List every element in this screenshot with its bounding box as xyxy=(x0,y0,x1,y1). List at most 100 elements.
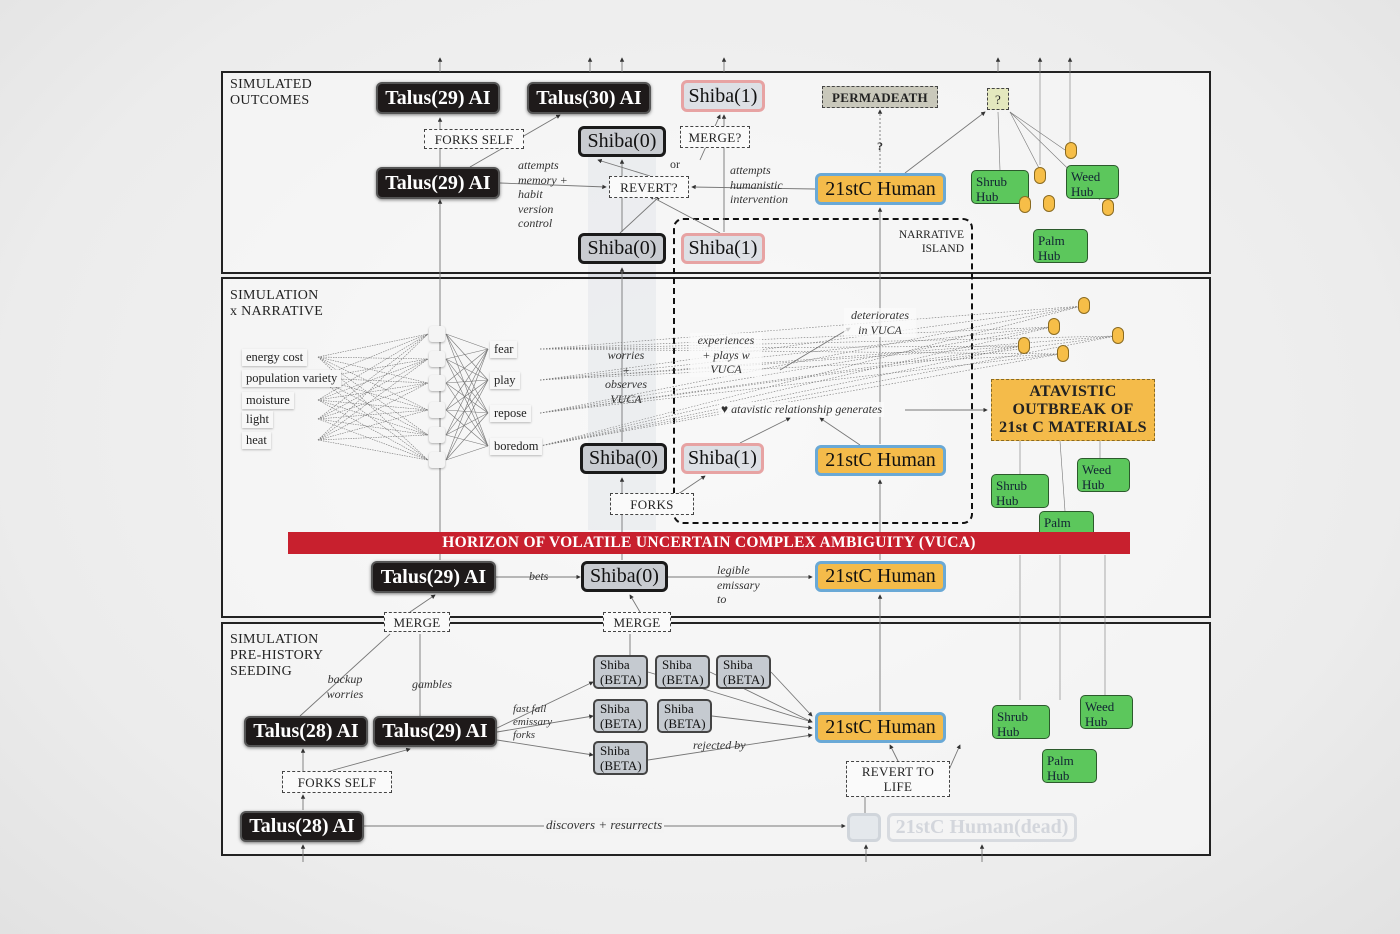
connector-line xyxy=(539,305,1083,414)
connector-line xyxy=(619,195,661,234)
connector-line xyxy=(317,356,429,360)
connector-line xyxy=(445,379,489,384)
connector-line xyxy=(317,399,429,461)
connector-line xyxy=(317,409,429,420)
connector-line xyxy=(317,434,429,441)
connector-line xyxy=(445,412,489,436)
connector-line xyxy=(299,633,391,717)
shiba-beta-node[interactable]: Shiba (BETA) xyxy=(655,655,710,689)
connector-line xyxy=(317,356,429,384)
panel-title-narrative: SIMULATION x NARRATIVE xyxy=(230,288,324,319)
human-outcome-node[interactable]: 21stC Human xyxy=(815,173,946,205)
connector-line xyxy=(496,714,594,733)
connector-line xyxy=(539,305,1083,350)
shiba0-vuca-node[interactable]: Shiba(0) xyxy=(581,561,668,592)
shiba-beta-node[interactable]: Shiba (BETA) xyxy=(657,699,712,733)
connector-line xyxy=(539,326,1053,414)
material-pill xyxy=(1048,318,1060,335)
connector-line xyxy=(539,353,1061,414)
connector-line xyxy=(317,418,429,436)
talus29-seeding-node[interactable]: Talus(29) AI xyxy=(373,716,497,747)
palm-hub-seeding[interactable]: Palm Hub xyxy=(1042,749,1097,783)
connector-line xyxy=(317,382,429,401)
permadeath-tag: PERMADEATH xyxy=(822,86,938,108)
talus29-outcome-node[interactable]: Talus(29) AI xyxy=(376,82,500,114)
shrub-hub-narrative[interactable]: Shrub Hub xyxy=(991,474,1049,508)
revert-question-tag: REVERT? xyxy=(609,176,689,198)
connector-line xyxy=(329,747,411,772)
input-energy-cost: energy cost xyxy=(242,349,308,366)
connector-line xyxy=(445,379,489,436)
material-pill xyxy=(1112,327,1124,344)
weed-hub-outcomes[interactable]: Weed Hub xyxy=(1066,165,1119,199)
connector-line xyxy=(317,377,429,461)
talus28-left-node[interactable]: Talus(28) AI xyxy=(244,716,368,747)
talus29-mid-node[interactable]: Talus(29) AI xyxy=(376,167,500,199)
hidden-layer-node xyxy=(429,427,445,443)
hidden-layer-node xyxy=(429,375,445,391)
hidden-layer-node xyxy=(429,326,445,342)
connector-line xyxy=(1009,111,1066,151)
connector-line xyxy=(539,348,1061,355)
shiba0-upper-node[interactable]: Shiba(0) xyxy=(578,126,666,157)
connector-line xyxy=(317,356,429,411)
connector-line xyxy=(317,333,429,379)
connector-line xyxy=(445,348,489,384)
discovers-resurrects-label: discovers + resurrects xyxy=(544,817,665,833)
human-narrative-node[interactable]: 21stC Human xyxy=(815,445,946,476)
empty-placeholder-node xyxy=(847,813,881,842)
connector-line xyxy=(499,182,607,190)
connector-line xyxy=(539,345,1023,447)
shiba-beta-node[interactable]: Shiba (BETA) xyxy=(716,655,771,689)
connector-line xyxy=(539,353,1061,447)
shiba1-narrative-node[interactable]: Shiba(1) xyxy=(681,443,764,474)
human-vuca-node[interactable]: 21stC Human xyxy=(815,561,946,592)
hidden-layer-node xyxy=(429,351,445,367)
emotion-fear: fear xyxy=(490,341,518,358)
shiba0-lower-node[interactable]: Shiba(0) xyxy=(578,233,666,264)
shiba-beta-node[interactable]: Shiba (BETA) xyxy=(593,699,648,733)
experiences-plays-label: experiences + plays w VUCA xyxy=(690,333,762,377)
shiba0-narrative-node[interactable]: Shiba(0) xyxy=(580,443,667,474)
connector-line xyxy=(904,111,986,174)
question-label: ? xyxy=(877,139,883,153)
connector-line xyxy=(409,594,436,613)
shiba-beta-node[interactable]: Shiba (BETA) xyxy=(593,655,648,689)
connector-line xyxy=(317,418,429,461)
emotion-play: play xyxy=(490,372,520,389)
backup-worries-label: backup worries xyxy=(326,672,364,701)
narrative-island-boundary xyxy=(673,218,973,524)
talus30-node[interactable]: Talus(30) AI xyxy=(527,82,651,114)
connector-line xyxy=(539,305,1083,447)
material-pill xyxy=(1065,142,1077,159)
shiba1-lower-node[interactable]: Shiba(1) xyxy=(681,233,765,264)
or-label: or xyxy=(670,157,680,171)
connector-line xyxy=(770,671,813,717)
connector-line xyxy=(445,412,489,461)
legible-emissary-label: legible emissary to xyxy=(717,563,760,606)
shrub-hub-seeding[interactable]: Shrub Hub xyxy=(992,705,1050,739)
weed-hub-seeding[interactable]: Weed Hub xyxy=(1080,695,1133,729)
connector-line xyxy=(445,333,489,414)
human-dead-node[interactable]: 21stC Human(dead) xyxy=(887,813,1077,842)
gambles-label: gambles xyxy=(412,677,452,691)
talus28-bottom-node[interactable]: Talus(28) AI xyxy=(240,811,364,842)
weed-hub-narrative[interactable]: Weed Hub xyxy=(1077,458,1130,492)
human-seeding-node[interactable]: 21stC Human xyxy=(815,712,946,743)
connector-line xyxy=(317,333,429,441)
connector-line xyxy=(445,382,489,414)
emotion-boredom: boredom xyxy=(490,438,543,455)
panel-title-seeding: SIMULATION PRE-HISTORY SEEDING xyxy=(230,632,324,679)
shiba1-outcome-node[interactable]: Shiba(1) xyxy=(681,80,765,112)
input-population-variety: population variety xyxy=(242,370,342,387)
palm-hub-outcomes[interactable]: Palm Hub xyxy=(1033,229,1088,263)
connector-line xyxy=(317,333,429,420)
connector-line xyxy=(629,594,641,613)
merge-question-tag: MERGE? xyxy=(680,126,750,148)
shiba-beta-node[interactable]: Shiba (BETA) xyxy=(593,741,648,775)
atavistic-relationship-label: ♥ atavistic relationship generates xyxy=(719,402,884,417)
connector-line xyxy=(647,733,813,761)
talus29-vuca-node[interactable]: Talus(29) AI xyxy=(371,561,496,593)
connector-line xyxy=(317,358,429,441)
